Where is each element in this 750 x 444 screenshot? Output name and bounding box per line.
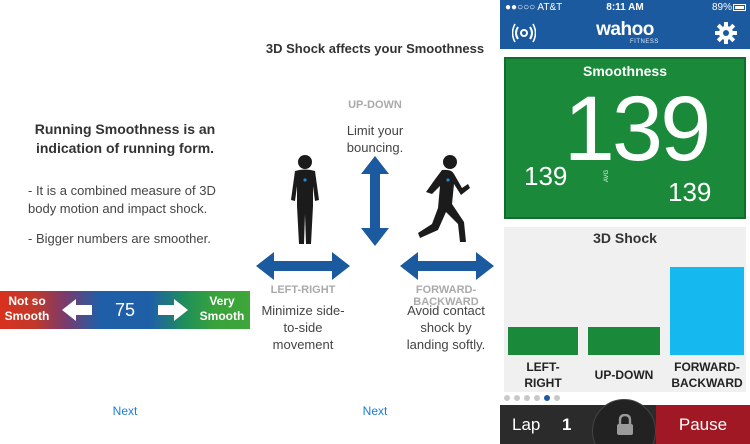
up-down-desc-line1: Limit your	[346, 123, 404, 138]
left-right-description: Minimize side- to-side movement	[250, 302, 356, 353]
workout-control-bar: Lap 1 Pause	[500, 399, 750, 444]
forward-backward-desc-line2: shock by	[420, 320, 472, 335]
lock-icon	[617, 414, 633, 435]
carrier-signal: ●●○○○ AT&T	[505, 2, 563, 13]
status-time: 8:11 AM	[606, 2, 644, 13]
lock-button[interactable]	[592, 399, 656, 444]
up-down-description: Limit your bouncing.	[330, 122, 420, 156]
intro-heading: Running Smoothness is an indication of r…	[34, 121, 216, 156]
shock-bar-label-line2: RIGHT	[524, 376, 562, 390]
shock-bar-label-line1: LEFT-	[526, 360, 560, 374]
sensor-broadcast-icon[interactable]	[512, 23, 536, 43]
next-button[interactable]: Next	[362, 404, 388, 418]
shock-explainer-panel: 3D Shock affects your Smoothness UP-DOWN…	[250, 0, 500, 444]
next-button[interactable]: Next	[112, 404, 138, 418]
smoothness-scale-bar: Not so Smooth 75 Very Smooth	[0, 291, 250, 329]
shock-bar-label-forward-backward: FORWARD- BACKWARD	[668, 359, 746, 391]
forward-backward-desc-line1: Avoid contact	[407, 303, 485, 318]
battery-percent: 89%	[712, 2, 733, 13]
scale-right-line1: Very	[209, 294, 235, 308]
scale-right-line2: Smooth	[199, 309, 245, 323]
forward-backward-description: Avoid contact shock by landing softly.	[396, 302, 496, 353]
scale-left-label: Not so Smooth	[4, 294, 50, 324]
smoothness-avg-label: AVG	[604, 169, 611, 183]
runner-front-icon	[291, 155, 319, 244]
shock-bar-label-left-right: LEFT- RIGHT	[508, 359, 578, 391]
smoothness-avg-value: 139	[524, 161, 568, 191]
smoothness-intro-panel: Running Smoothness is an indication of r…	[0, 0, 250, 444]
left-right-desc-line1: Minimize side-	[261, 303, 345, 318]
scale-left-line1: Not so	[8, 294, 46, 308]
pause-label: Pause	[678, 415, 728, 434]
lap-count: 1	[562, 415, 572, 434]
left-right-label: LEFT-RIGHT	[270, 284, 336, 296]
wahoo-logo-sub: FITNESS	[630, 39, 659, 45]
page-dot[interactable]	[504, 395, 510, 401]
shock-bar-label-line1: FORWARD-	[674, 360, 740, 374]
nav-bar: wahoo FITNESS	[500, 17, 750, 49]
shock-bar-label-line1: UP-DOWN	[594, 368, 654, 382]
3d-shock-card[interactable]: 3D Shock LEFT- RIGHT UP-DOWN FORWARD- BA…	[504, 227, 746, 392]
battery-icon	[733, 4, 746, 11]
scale-right-label: Very Smooth	[196, 294, 248, 324]
phone-workout-screen: ●●○○○ AT&T 8:11 AM 89% wahoo FITNESS	[500, 0, 750, 444]
scale-value: 75	[114, 300, 136, 320]
runner-side-icon	[418, 155, 470, 242]
page-indicator[interactable]	[500, 395, 750, 403]
left-right-desc-line2: to-side	[283, 320, 323, 335]
up-down-label: UP-DOWN	[348, 99, 402, 111]
status-bar: ●●○○○ AT&T 8:11 AM 89%	[500, 0, 750, 17]
battery-fill	[735, 6, 744, 9]
left-right-arrow-icon	[256, 252, 350, 280]
scale-left-line2: Smooth	[4, 309, 50, 323]
lap-button[interactable]: Lap	[512, 415, 541, 434]
left-right-desc-line3: movement	[272, 337, 334, 352]
intro-bullet-3d: - It is a combined measure of 3D body mo…	[28, 183, 216, 216]
page-dot[interactable]	[554, 395, 560, 401]
forward-backward-label: FORWARD-BACKWARD	[413, 284, 479, 308]
smoothness-title: Smoothness	[582, 63, 667, 79]
forward-backward-arrow-icon	[400, 252, 494, 280]
up-down-arrow-icon	[361, 156, 389, 246]
smoothness-secondary-value: 139	[668, 177, 712, 207]
wahoo-logo: wahoo	[596, 19, 654, 40]
3d-shock-title: 3D Shock	[593, 230, 657, 246]
intro-bullet-bigger: - Bigger numbers are smoother.	[28, 231, 211, 246]
shock-bar-forward-backward	[670, 267, 744, 355]
page-dot[interactable]	[534, 395, 540, 401]
smoothness-current-value: 139	[563, 78, 712, 180]
page-dot[interactable]	[524, 395, 530, 401]
shock-bar-left-right	[508, 327, 578, 355]
shock-bar-label-up-down: UP-DOWN	[586, 367, 662, 383]
page-dot[interactable]	[514, 395, 520, 401]
shock-bar-label-line2: BACKWARD	[671, 376, 743, 390]
shock-explainer-title: 3D Shock affects your Smoothness	[265, 41, 485, 56]
up-down-desc-line2: bouncing.	[346, 140, 404, 155]
forward-backward-desc-line3: landing softly.	[406, 337, 486, 352]
shock-bar-up-down	[588, 327, 660, 355]
smoothness-card[interactable]: Smoothness 139 139 AVG 139	[504, 57, 746, 219]
pause-button[interactable]: Pause	[656, 405, 750, 444]
page-dot[interactable]	[544, 395, 550, 401]
gear-icon[interactable]	[715, 22, 737, 44]
scale-double-arrow-icon	[62, 299, 188, 321]
